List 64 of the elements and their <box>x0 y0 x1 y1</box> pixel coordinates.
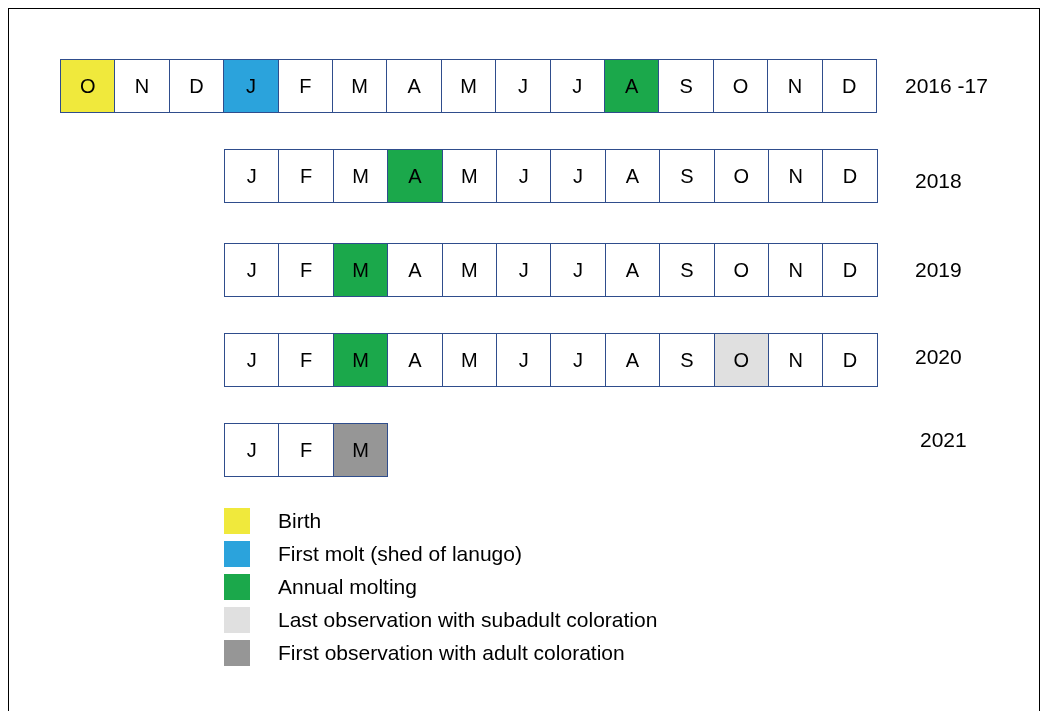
month-cell: J <box>495 59 551 113</box>
year-label: 2021 <box>920 427 967 453</box>
year-label: 2016 -17 <box>905 73 988 99</box>
month-cell: S <box>659 243 715 297</box>
month-cell: S <box>659 333 715 387</box>
month-cell: J <box>496 243 552 297</box>
legend-text: Annual molting <box>278 574 417 601</box>
month-cell: M <box>332 423 389 477</box>
month-cell: N <box>114 59 170 113</box>
month-cell: D <box>168 59 225 113</box>
month-cell: J <box>223 59 279 113</box>
month-cell: M <box>332 333 389 387</box>
month-cell: D <box>822 149 878 203</box>
month-cell: J <box>550 243 606 297</box>
month-cell: M <box>441 243 497 297</box>
month-cell: A <box>604 59 660 113</box>
year-label: 2019 <box>915 257 962 283</box>
month-cell: D <box>821 59 877 113</box>
month-cell: F <box>278 149 334 203</box>
year-label: 2018 <box>915 168 962 194</box>
month-cell: J <box>224 333 280 387</box>
month-cell: J <box>496 333 552 387</box>
month-cell: J <box>224 243 280 297</box>
month-cell: D <box>822 243 878 297</box>
month-cell: M <box>441 333 497 387</box>
month-cell: O <box>713 243 769 297</box>
month-cell: O <box>713 149 769 203</box>
month-cell: J <box>550 333 606 387</box>
month-cell: A <box>386 59 442 113</box>
year-label: 2020 <box>915 344 962 370</box>
month-cell: N <box>768 333 824 387</box>
month-cell: F <box>278 243 334 297</box>
month-cell: J <box>496 149 552 203</box>
month-cell: M <box>332 59 388 113</box>
legend-text: First observation with adult coloration <box>278 640 625 667</box>
month-cell: A <box>387 243 443 297</box>
month-cell: J <box>224 423 280 477</box>
month-cell: F <box>278 333 334 387</box>
month-cell: J <box>224 149 280 203</box>
month-cell: S <box>659 149 715 203</box>
month-cell: A <box>604 333 661 387</box>
month-cell: D <box>822 333 878 387</box>
month-cell: N <box>767 59 823 113</box>
month-cell: S <box>658 59 714 113</box>
month-cell: F <box>278 423 334 477</box>
month-cell: O <box>60 59 116 113</box>
legend-text: Last observation with subadult coloration <box>278 607 658 634</box>
month-cell: O <box>712 59 769 113</box>
month-cell: F <box>277 59 333 113</box>
legend-text: Birth <box>278 508 322 535</box>
month-cell: N <box>768 243 824 297</box>
month-cell: N <box>768 149 824 203</box>
month-cell: O <box>713 333 769 387</box>
month-cell: A <box>387 333 443 387</box>
month-cell: M <box>332 149 389 203</box>
month-cell: M <box>332 243 389 297</box>
month-cell: A <box>604 243 661 297</box>
month-cell: M <box>441 149 497 203</box>
month-cell: J <box>550 149 606 203</box>
month-cell: A <box>604 149 661 203</box>
month-cell: J <box>549 59 605 113</box>
month-cell: A <box>387 149 443 203</box>
legend-text: First molt (shed of lanugo) <box>278 541 522 568</box>
month-cell: M <box>440 59 497 113</box>
